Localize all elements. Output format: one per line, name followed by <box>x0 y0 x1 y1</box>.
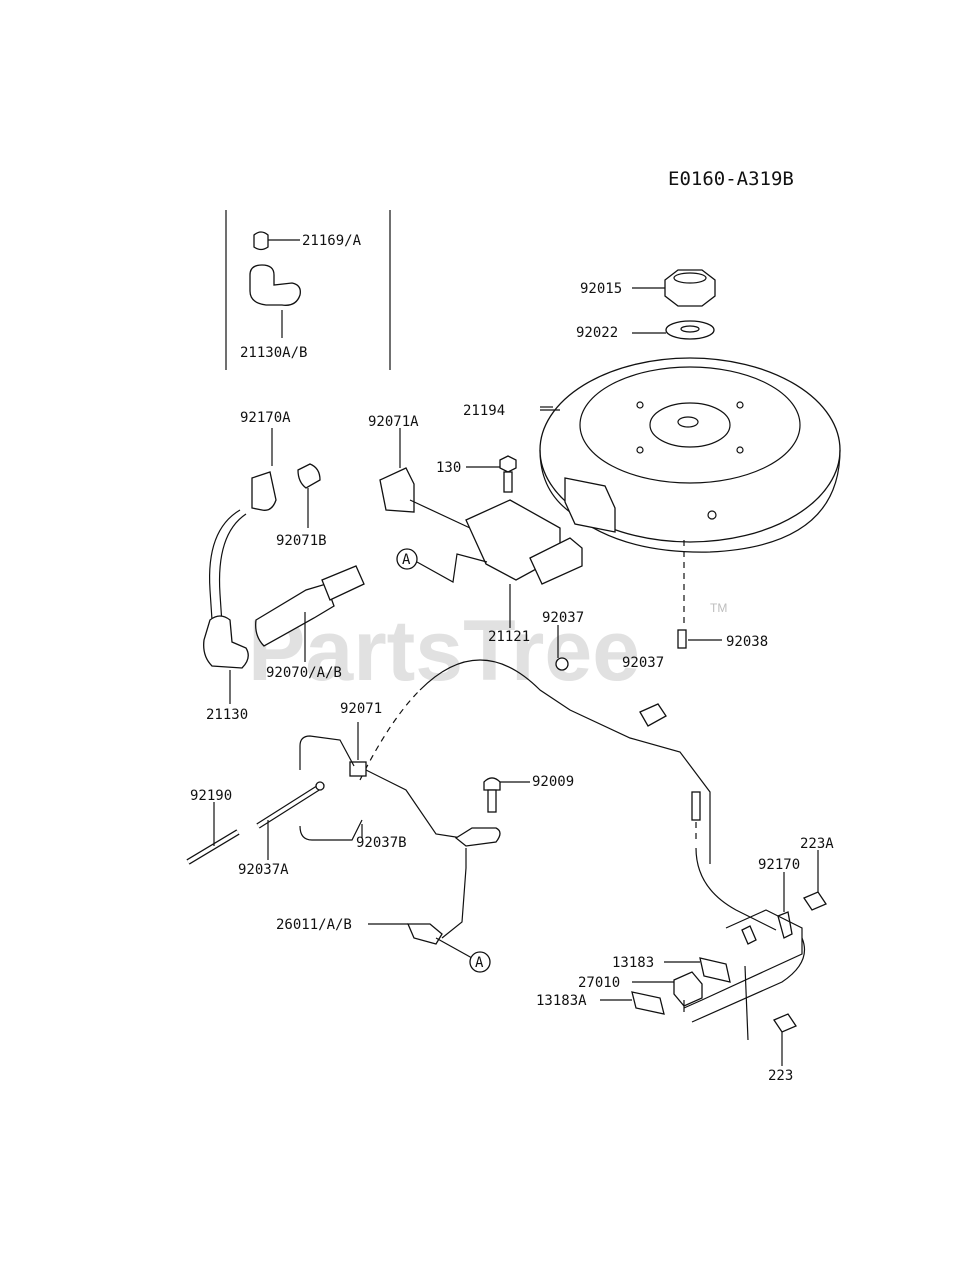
label-92070ab: 92070/A/B <box>266 665 342 681</box>
part-92170-clamp <box>777 872 793 939</box>
label-92170a: 92170A <box>240 410 291 426</box>
spark-plug-wire-outer <box>218 513 247 625</box>
label-92022: 92022 <box>576 325 618 341</box>
svg-text:A: A <box>402 552 411 568</box>
harness-92037 <box>419 659 711 864</box>
harness-lower <box>695 847 777 931</box>
part-92071b-connector <box>297 463 321 528</box>
label-26011ab: 26011/A/B <box>276 917 352 933</box>
label-92009: 92009 <box>532 774 574 790</box>
watermark-trademark: TM <box>710 601 727 615</box>
label-92170: 92170 <box>758 857 800 873</box>
part-92009-screw <box>483 777 530 813</box>
part-92071a-bracket <box>379 428 415 513</box>
part-92037a-rod <box>256 781 325 860</box>
part-21130-plug-cap <box>203 615 249 704</box>
part-92022-washer <box>632 320 715 340</box>
wire-92037b-lower <box>299 819 363 841</box>
label-92071b: 92071B <box>276 533 327 549</box>
part-21169-boot-cap <box>253 231 300 251</box>
switch-plate <box>683 909 803 1009</box>
label-92037-right: 92037 <box>622 655 664 671</box>
label-27010: 27010 <box>578 975 620 991</box>
wire-92037b-link <box>365 769 463 839</box>
harness-clip-right <box>639 703 667 727</box>
part-92170a-clamp <box>251 428 277 511</box>
part-130-bolt <box>466 455 517 493</box>
label-130: 130 <box>436 460 461 476</box>
part-21121-ignition-coil <box>409 499 583 628</box>
spark-plug-wire <box>208 509 241 621</box>
callout-a-upper: A <box>396 548 488 583</box>
part-223a-bolt <box>803 850 827 911</box>
harness-clip-92037 <box>555 625 569 671</box>
switch-wire <box>691 937 806 1023</box>
label-92071: 92071 <box>340 701 382 717</box>
part-ground-bracket <box>454 827 501 847</box>
callout-a-lower: A <box>435 937 491 973</box>
label-223a: 223A <box>800 836 834 852</box>
label-92037-top: 92037 <box>542 610 584 626</box>
label-21130: 21130 <box>206 707 248 723</box>
wire-26011 <box>441 848 467 939</box>
label-92037b: 92037B <box>356 835 407 851</box>
label-92071a: 92071A <box>368 414 419 430</box>
label-13183: 13183 <box>612 955 654 971</box>
part-92071-terminal <box>349 722 367 777</box>
label-92190: 92190 <box>190 788 232 804</box>
label-92015: 92015 <box>580 281 622 297</box>
harness-terminal <box>691 791 701 821</box>
label-21194: 21194 <box>463 403 505 419</box>
label-21130ab: 21130A/B <box>240 345 307 361</box>
part-92015-nut <box>632 269 716 307</box>
part-223-bolt <box>773 1013 797 1066</box>
label-21121: 21121 <box>488 629 530 645</box>
label-21169a: 21169/A <box>302 233 362 249</box>
part-92190-pin <box>186 802 240 865</box>
svg-text:A: A <box>475 955 484 971</box>
part-21194-flywheel <box>539 357 841 553</box>
part-92070-spark-plug <box>255 565 365 662</box>
part-26011-connector <box>368 923 443 945</box>
label-13183a: 13183A <box>536 993 587 1009</box>
label-223: 223 <box>768 1068 793 1084</box>
part-92038-key <box>677 540 722 649</box>
label-92038: 92038 <box>726 634 768 650</box>
label-92037a: 92037A <box>238 862 289 878</box>
switch-leader <box>744 965 749 1041</box>
part-13183a-plate <box>600 991 665 1015</box>
part-21130a-plug-boot <box>249 264 301 338</box>
part-13183-plate <box>664 957 731 983</box>
wire-92037b-upper <box>299 735 355 767</box>
part-27010-switch <box>632 971 703 1012</box>
switch-tab <box>741 925 757 945</box>
diagram-code: E0160-A319B <box>668 168 794 190</box>
